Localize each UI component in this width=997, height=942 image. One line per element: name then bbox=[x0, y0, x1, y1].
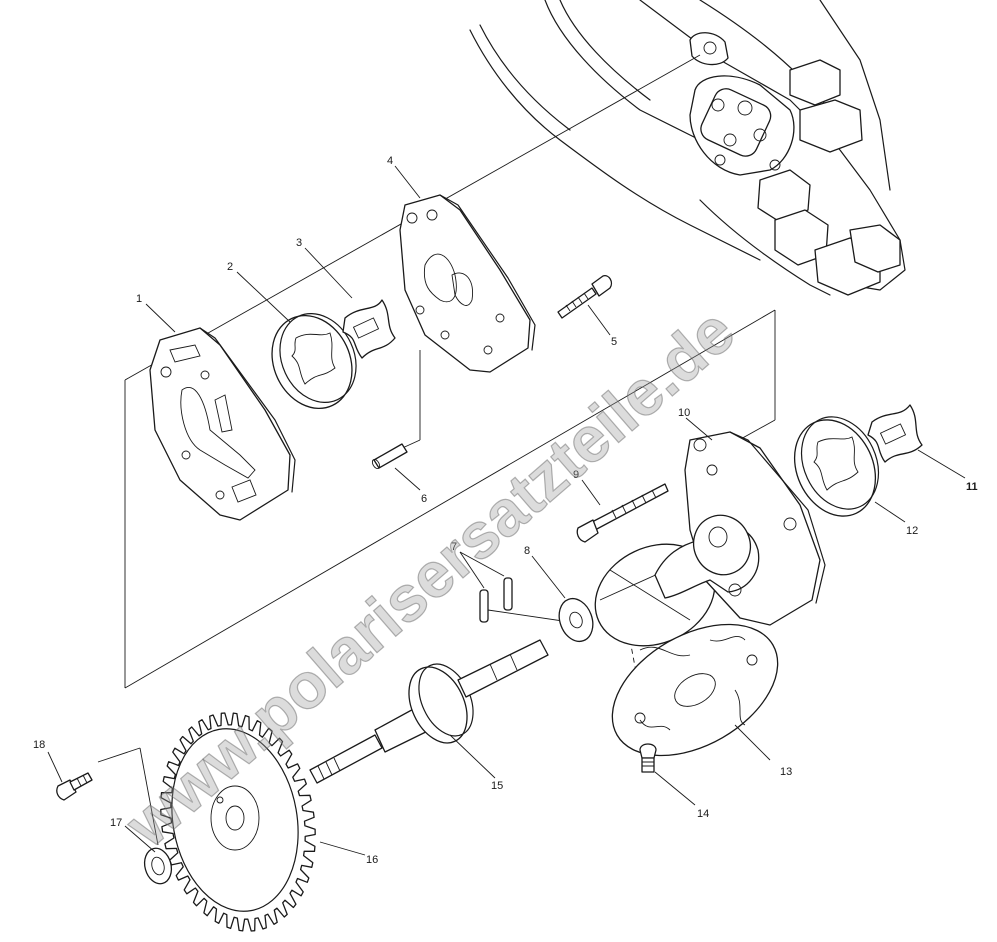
part-10-pump-housing bbox=[594, 431, 826, 647]
callout-8: 8 bbox=[524, 545, 530, 557]
part-9-long-bolt bbox=[576, 483, 669, 543]
callout-7: 7 bbox=[451, 541, 457, 553]
part-11-inner-rotor bbox=[867, 404, 923, 463]
callout-16: 16 bbox=[366, 854, 378, 866]
part-13-cover-plate bbox=[611, 623, 779, 757]
part-1-pump-body bbox=[149, 327, 296, 521]
part-15-shaft bbox=[309, 639, 549, 784]
callout-14: 14 bbox=[697, 808, 709, 820]
callout-13: 13 bbox=[780, 766, 792, 778]
crankcase-housing bbox=[469, 0, 906, 296]
part-17-washer bbox=[143, 847, 173, 885]
part-5-screw bbox=[557, 275, 613, 319]
callout-18: 18 bbox=[33, 739, 45, 751]
callout-1: 1 bbox=[136, 293, 142, 305]
callout-5: 5 bbox=[611, 336, 617, 348]
callout-15: 15 bbox=[491, 780, 503, 792]
callout-9: 9 bbox=[573, 469, 579, 481]
part-2-outer-rotor bbox=[271, 313, 357, 410]
part-8-washer bbox=[558, 597, 594, 643]
callout-4: 4 bbox=[387, 155, 393, 167]
part-3-inner-rotor bbox=[342, 299, 396, 359]
part-18-bolt bbox=[56, 772, 93, 801]
callout-17: 17 bbox=[110, 817, 122, 829]
part-12-outer-rotor bbox=[793, 416, 880, 517]
callout-3: 3 bbox=[296, 237, 302, 249]
callout-12: 12 bbox=[906, 525, 918, 537]
callout-11: 11 bbox=[966, 481, 978, 493]
callout-6: 6 bbox=[421, 493, 427, 505]
callout-10: 10 bbox=[678, 407, 690, 419]
callout-2: 2 bbox=[227, 261, 233, 273]
part-6-pin bbox=[371, 443, 408, 470]
leader-lines bbox=[47, 165, 966, 856]
part-7-pins bbox=[479, 577, 513, 623]
callout-labels: 1 2 3 4 5 6 7 8 9 10 11 12 13 14 15 16 1… bbox=[33, 155, 978, 866]
part-16-gear bbox=[160, 712, 316, 932]
part-4-pump-plate bbox=[399, 194, 536, 373]
part-14-screw bbox=[639, 743, 657, 773]
